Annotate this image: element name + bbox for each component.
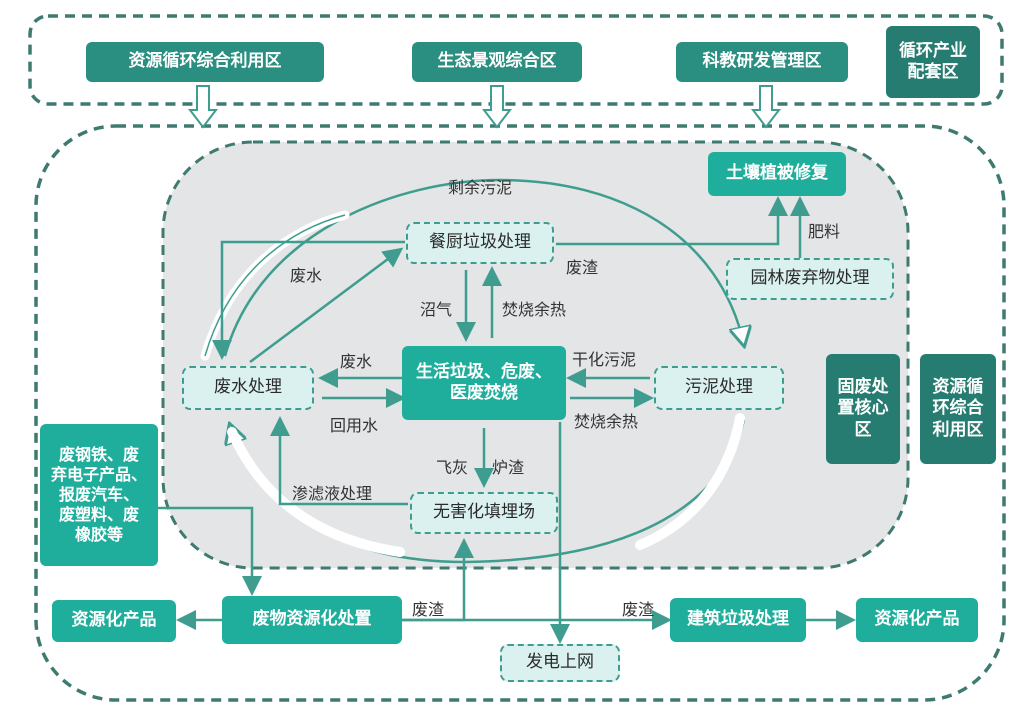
label-residue-kitchen: 废渣	[566, 258, 599, 277]
outer-zone-frame	[34, 124, 1006, 702]
zone-science-education: 科教研发管理区	[676, 42, 848, 82]
label-incineration-heat-up: 焚烧余热	[502, 300, 567, 319]
label-residue-bottom-right: 废渣	[622, 600, 655, 619]
label-residue-bottom-left: 废渣	[412, 600, 445, 619]
label-residual-sludge: 剩余污泥	[448, 178, 513, 197]
label-fertilizer: 肥料	[808, 222, 841, 241]
zone-eco-landscape: 生态景观综合区	[412, 42, 582, 82]
node-power-grid: 发电上网	[500, 644, 620, 682]
label-dried-sludge: 干化污泥	[572, 350, 637, 369]
node-waste-resource: 废物资源化处置	[222, 596, 402, 644]
zone-solid-waste-core: 固废处 置核心 区	[826, 354, 900, 464]
top-down-arrows	[187, 85, 782, 129]
label-incineration-heat-right: 焚烧余热	[574, 412, 639, 431]
label-fly-ash: 飞灰	[436, 458, 469, 477]
label-reclaimed-water: 回用水	[330, 416, 379, 435]
node-wastewater: 废水处理	[182, 366, 314, 410]
cycle-top-arc	[223, 178, 744, 357]
label-biogas: 沼气	[420, 300, 453, 319]
zone-resource-recycling-right: 资源循 环综合 利用区	[920, 354, 996, 464]
zone-resource-recycling: 资源循环综合利用区	[86, 42, 324, 82]
node-soil-repair: 土壤植被修复	[708, 152, 846, 196]
node-scrap-input: 废钢铁、废 弃电子产品、 报废汽车、 废塑料、废 橡胶等	[40, 424, 158, 566]
label-leachate: 渗滤液处理	[292, 484, 373, 503]
node-garden-waste: 园林废弃物处理	[726, 258, 894, 300]
label-slag: 炉渣	[492, 458, 525, 477]
node-sludge: 污泥处理	[654, 366, 784, 410]
node-product-right: 资源化产品	[856, 598, 978, 642]
label-wastewater-top: 废水	[290, 266, 323, 285]
node-kitchen-waste: 餐厨垃圾处理	[406, 222, 554, 264]
node-landfill: 无害化填埋场	[410, 492, 558, 534]
zone-circular-industry: 循环产业 配套区	[886, 26, 980, 98]
node-construction-waste: 建筑垃圾处理	[670, 598, 806, 642]
connector-arrows	[158, 196, 856, 644]
top-zone-frame	[28, 14, 1004, 106]
label-wastewater-mid: 废水	[340, 352, 373, 371]
node-product-left: 资源化产品	[52, 600, 176, 642]
node-incineration: 生活垃圾、危废、 医废焚烧	[402, 346, 566, 420]
